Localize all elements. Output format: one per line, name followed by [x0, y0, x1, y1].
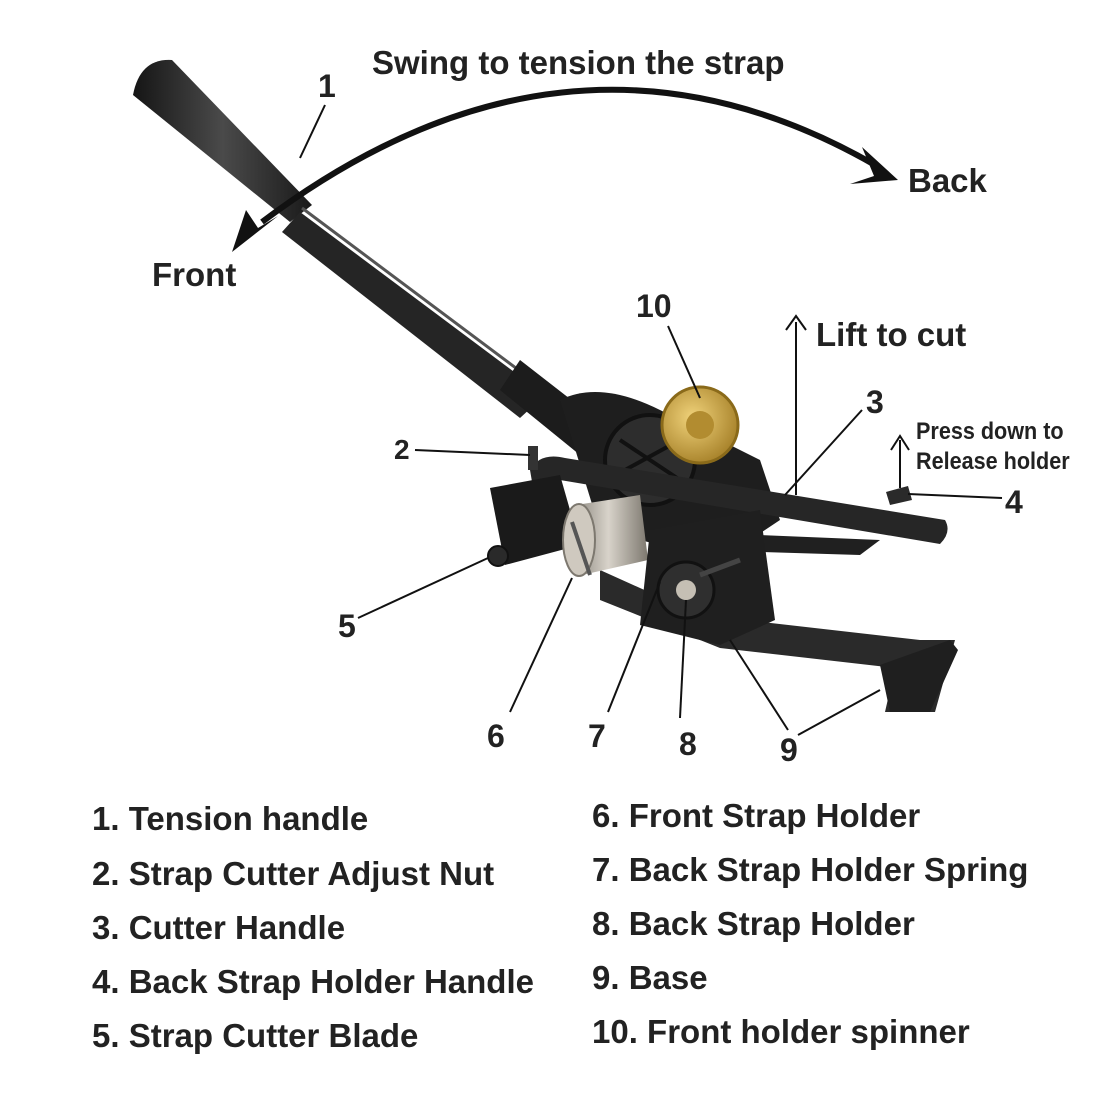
legend-item-10: 10. Front holder spinner	[592, 1013, 970, 1050]
callout-9: 9	[780, 732, 798, 768]
base	[600, 570, 958, 712]
legend-item-1: 1. Tension handle	[92, 800, 369, 837]
press-label-line2: Release holder	[916, 448, 1070, 475]
back-strap-holder-handle	[886, 486, 912, 505]
legend-item-8: 8. Back Strap Holder	[592, 905, 915, 942]
legend-item-2: 2. Strap Cutter Adjust Nut	[92, 855, 495, 892]
callout-8: 8	[679, 726, 697, 762]
legend-item-6: 6. Front Strap Holder	[592, 797, 921, 834]
front-label: Front	[152, 256, 237, 293]
leader-lines	[299, 104, 1003, 736]
swing-label: Swing to tension the strap	[372, 44, 785, 81]
front-arrowhead	[232, 210, 278, 252]
legend-item-7: 7. Back Strap Holder Spring	[592, 851, 1029, 888]
callout-3: 3	[866, 384, 884, 420]
back-arrowhead	[850, 147, 898, 184]
legend-item-4: 4. Back Strap Holder Handle	[92, 963, 534, 1000]
front-strap-holder	[562, 495, 648, 577]
press-label-line1: Press down to	[916, 418, 1064, 445]
callout-4: 4	[1005, 484, 1023, 520]
swing-arrow	[260, 86, 877, 225]
back-strap-holder	[640, 510, 775, 645]
cutter-handle	[530, 456, 948, 555]
callout-6: 6	[487, 718, 505, 754]
strap-cutter-assembly	[487, 446, 580, 567]
callout-7: 7	[588, 718, 606, 754]
callout-10: 10	[636, 288, 672, 324]
lift-arrowhead	[785, 314, 807, 331]
press-arrowhead	[890, 434, 910, 451]
callout-2: 2	[394, 434, 410, 465]
legend-item-5: 5. Strap Cutter Blade	[92, 1017, 419, 1054]
callout-5: 5	[338, 608, 356, 644]
callout-1: 1	[318, 68, 336, 104]
legend-item-9: 9. Base	[592, 959, 708, 996]
back-label: Back	[908, 162, 987, 199]
legend-item-3: 3. Cutter Handle	[92, 909, 346, 946]
lift-to-cut-label: Lift to cut	[816, 316, 967, 353]
front-holder-spinner	[660, 385, 740, 465]
